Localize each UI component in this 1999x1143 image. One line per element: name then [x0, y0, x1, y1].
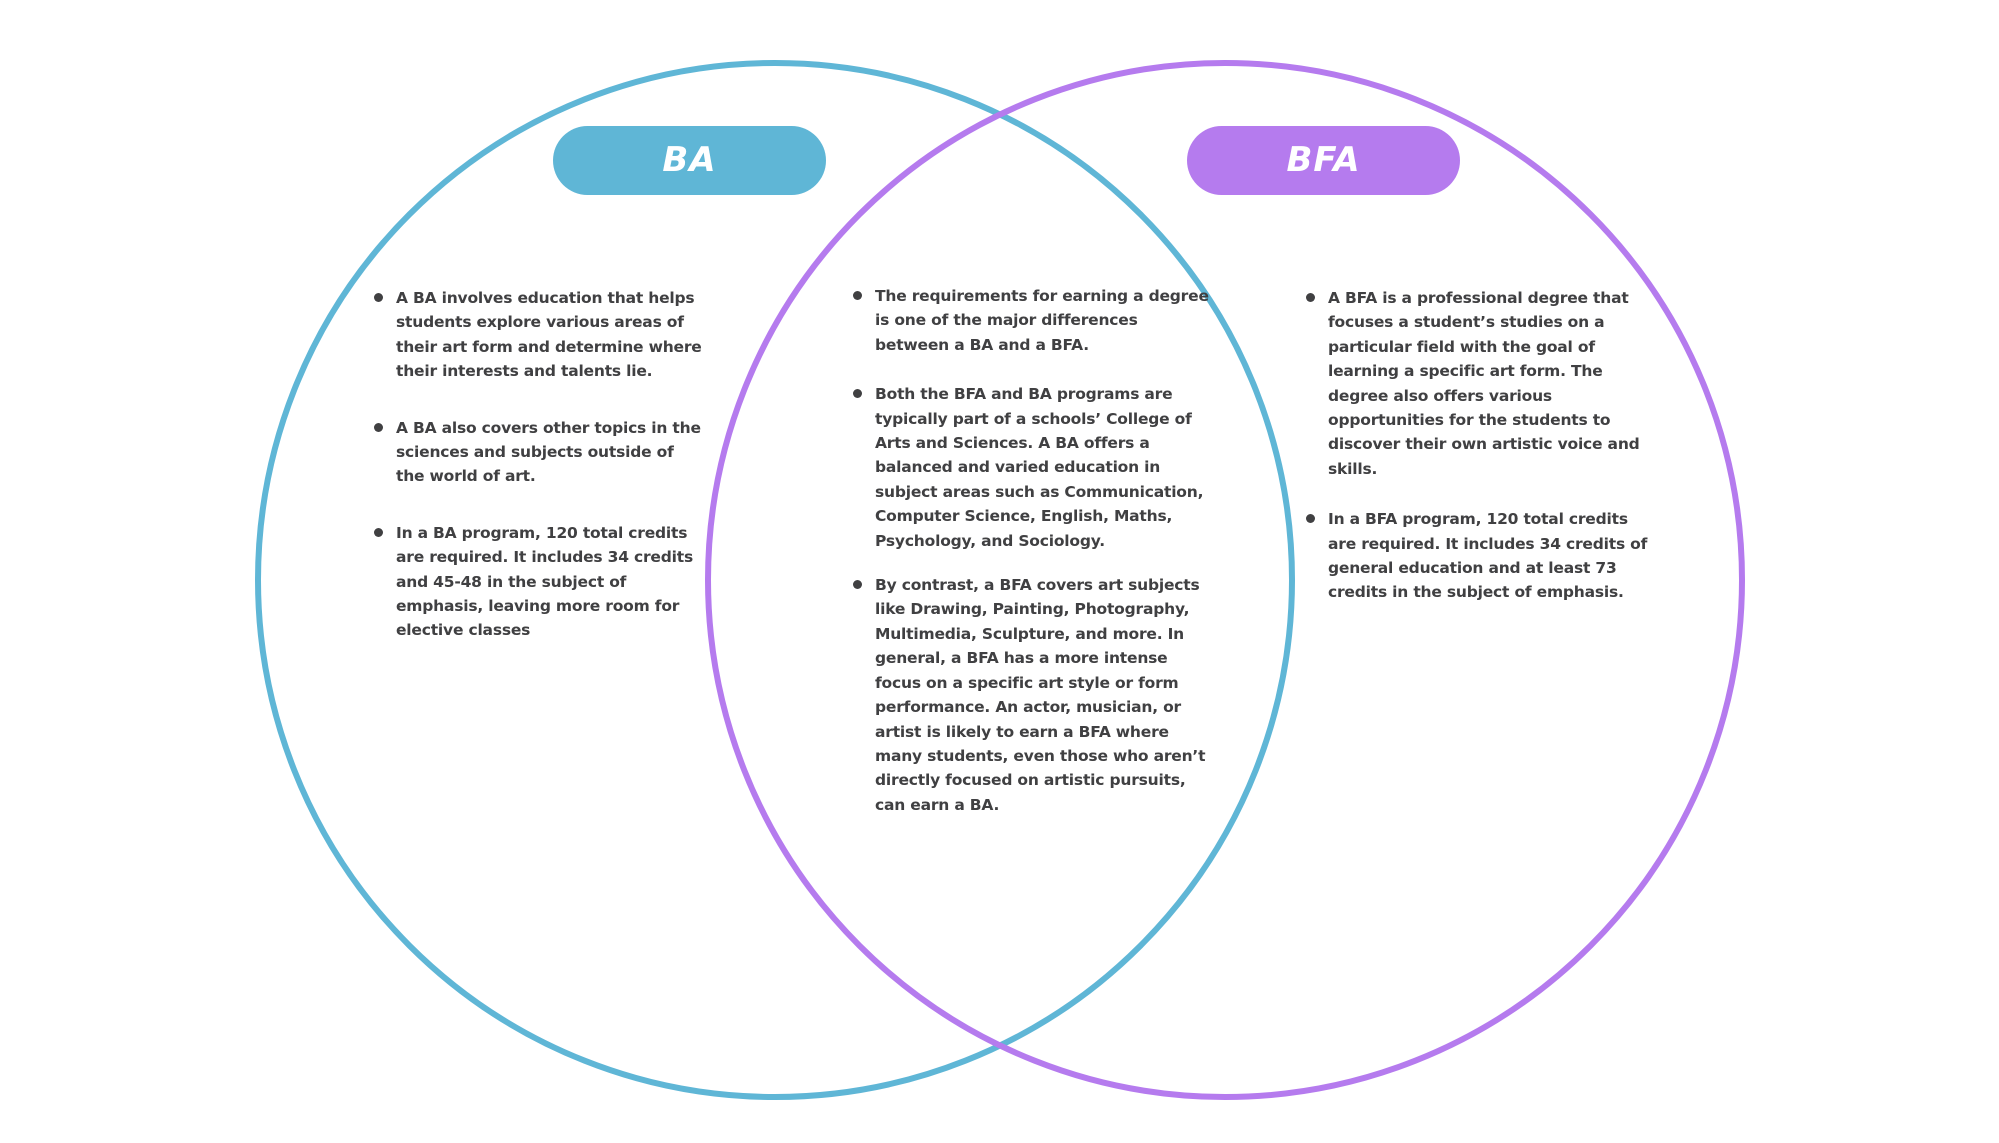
- shared-bullet-list: The requirements for earning a degree is…: [851, 284, 1211, 817]
- ba-title: BA: [662, 140, 717, 180]
- bfa-title: BFA: [1286, 140, 1361, 180]
- bullet-dot-icon: [853, 291, 862, 300]
- list-item: A BA also covers other topics in the sci…: [372, 416, 702, 489]
- bullet-text: In a BA program, 120 total credits are r…: [396, 523, 693, 640]
- shared-column: The requirements for earning a degree is…: [851, 284, 1211, 817]
- list-item: A BA involves education that helps stude…: [372, 286, 702, 384]
- list-item: In a BFA program, 120 total credits are …: [1304, 507, 1649, 605]
- bfa-bullet-list: A BFA is a professional degree that focu…: [1304, 286, 1649, 605]
- bfa-circle: [705, 60, 1745, 1100]
- ba-circle: [255, 60, 1295, 1100]
- list-item: By contrast, a BFA covers art subjects l…: [851, 573, 1211, 817]
- list-item: A BFA is a professional degree that focu…: [1304, 286, 1649, 481]
- bullet-dot-icon: [374, 527, 383, 537]
- bullet-dot-icon: [374, 293, 383, 302]
- list-item: In a BA program, 120 total credits are r…: [372, 521, 702, 643]
- bullet-text: In a BFA program, 120 total credits are …: [1328, 510, 1648, 602]
- bullet-text: A BA also covers other topics in the sci…: [396, 418, 701, 486]
- bfa-only-column: A BFA is a professional degree that focu…: [1304, 286, 1649, 605]
- bullet-text: The requirements for earning a degree is…: [875, 287, 1209, 354]
- bullet-dot-icon: [853, 389, 862, 399]
- ba-title-pill: BA: [553, 126, 826, 195]
- bullet-text: Both the BFA and BA programs are typical…: [875, 385, 1204, 550]
- bullet-dot-icon: [374, 422, 383, 432]
- bullet-text: A BA involves education that helps stude…: [396, 289, 702, 381]
- ba-bullet-list: A BA involves education that helps stude…: [372, 286, 702, 643]
- bullet-text: A BFA is a professional degree that focu…: [1328, 289, 1640, 478]
- bfa-title-pill: BFA: [1187, 126, 1460, 195]
- list-item: Both the BFA and BA programs are typical…: [851, 382, 1211, 553]
- ba-only-column: A BA involves education that helps stude…: [372, 286, 702, 643]
- bullet-dot-icon: [853, 580, 862, 590]
- bullet-dot-icon: [1306, 514, 1315, 524]
- bullet-text: By contrast, a BFA covers art subjects l…: [875, 576, 1206, 814]
- list-item: The requirements for earning a degree is…: [851, 284, 1211, 357]
- bullet-dot-icon: [1306, 293, 1315, 302]
